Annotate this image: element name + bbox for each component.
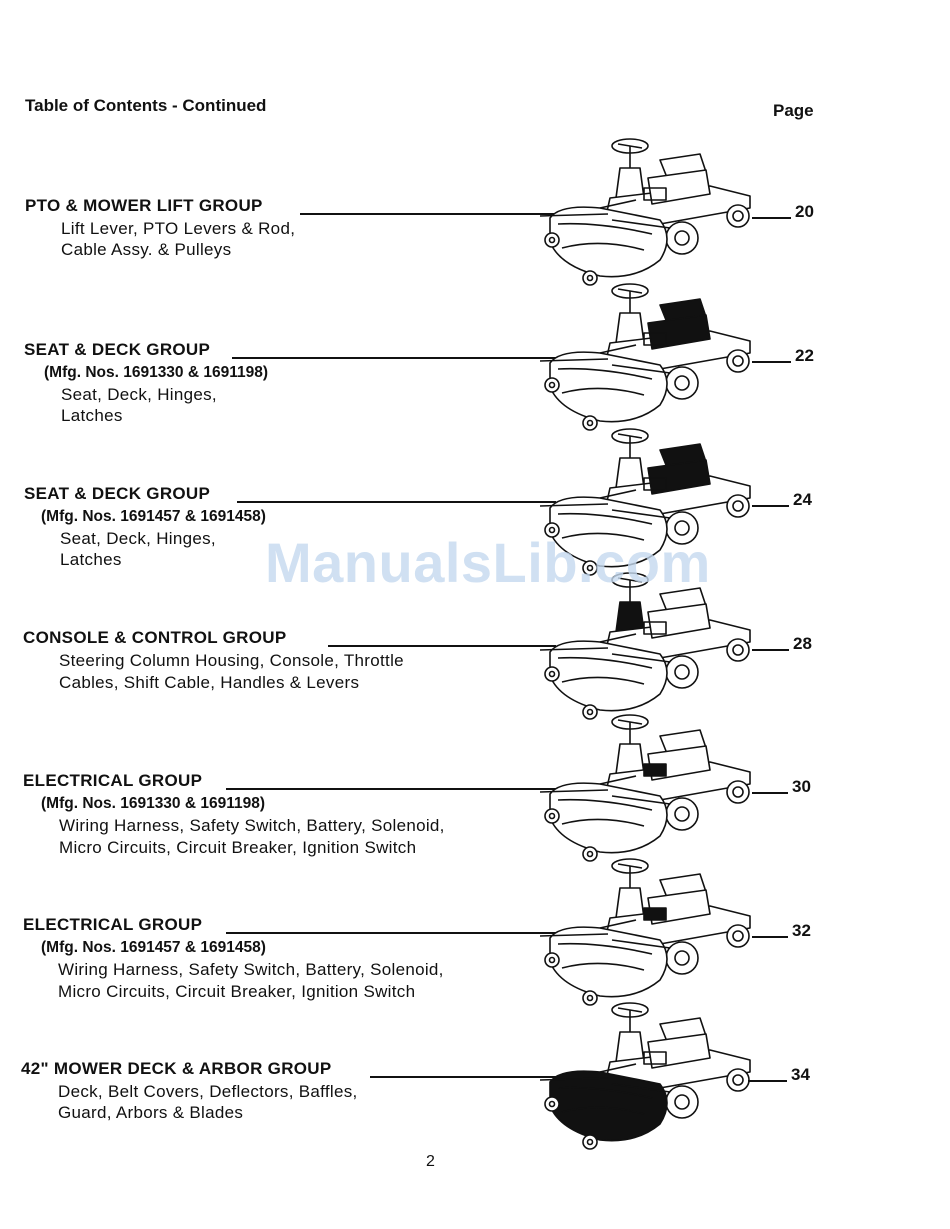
leader-line xyxy=(328,645,556,647)
riding-mower-illustration xyxy=(539,714,755,879)
watermark: ManualsLib.com xyxy=(265,531,711,594)
footer-page-number: 2 xyxy=(426,1153,435,1170)
page-leader-line xyxy=(752,505,789,507)
entry-page-number: 24 xyxy=(793,490,812,509)
entry-description: Guard, Arbors & Blades xyxy=(58,1103,244,1122)
entry-model-numbers: (Mfg. Nos. 1691457 & 1691458) xyxy=(41,508,266,525)
entry-title: SEAT & DECK GROUP xyxy=(24,484,211,503)
page-leader-line xyxy=(748,1080,787,1082)
entry-description: Deck, Belt Covers, Deflectors, Baffles, xyxy=(58,1082,358,1101)
entry-title: ELECTRICAL GROUP xyxy=(23,915,203,934)
entry-page-number: 22 xyxy=(795,346,814,365)
riding-mower-illustration xyxy=(539,283,755,448)
entry-description: Latches xyxy=(60,550,122,569)
riding-mower-illustration xyxy=(539,858,755,1023)
entry-description: Micro Circuits, Circuit Breaker, Ignitio… xyxy=(58,982,416,1001)
entry-description: Seat, Deck, Hinges, xyxy=(61,385,217,404)
entry-description: Latches xyxy=(61,406,123,425)
entry-page-number: 34 xyxy=(791,1065,810,1084)
entry-title: CONSOLE & CONTROL GROUP xyxy=(23,628,287,647)
entry-model-numbers: (Mfg. Nos. 1691330 & 1691198) xyxy=(41,795,266,812)
leader-line xyxy=(300,213,556,215)
page-leader-line xyxy=(752,649,789,651)
leader-line xyxy=(370,1076,556,1078)
page-leader-line xyxy=(752,217,791,219)
entry-page-number: 20 xyxy=(795,202,814,221)
page-leader-line xyxy=(752,361,791,363)
entry-title: 42" MOWER DECK & ARBOR GROUP xyxy=(21,1059,332,1078)
page-column-label: Page xyxy=(773,101,814,120)
page-leader-line xyxy=(752,792,788,794)
entry-description: Micro Circuits, Circuit Breaker, Ignitio… xyxy=(59,838,417,857)
entry-page-number: 28 xyxy=(793,634,812,653)
leader-line xyxy=(237,501,556,503)
leader-line xyxy=(226,932,556,934)
riding-mower-illustration xyxy=(539,572,755,737)
toc-title: Table of Contents - Continued xyxy=(25,96,267,115)
entry-description: Wiring Harness, Safety Switch, Battery, … xyxy=(59,816,445,835)
entry-description: Cables, Shift Cable, Handles & Levers xyxy=(59,673,360,692)
riding-mower-illustration xyxy=(539,428,755,593)
entry-title: PTO & MOWER LIFT GROUP xyxy=(25,196,263,215)
entry-model-numbers: (Mfg. Nos. 1691330 & 1691198) xyxy=(44,364,269,381)
entry-description: Lift Lever, PTO Levers & Rod, xyxy=(61,219,296,238)
entry-title: SEAT & DECK GROUP xyxy=(24,340,211,359)
riding-mower-illustration xyxy=(539,138,755,303)
riding-mower-illustration xyxy=(539,1002,755,1167)
entry-page-number: 30 xyxy=(792,777,811,796)
entry-description: Steering Column Housing, Console, Thrott… xyxy=(59,651,404,670)
entry-description: Seat, Deck, Hinges, xyxy=(60,529,216,548)
entry-title: ELECTRICAL GROUP xyxy=(23,771,203,790)
entry-description: Wiring Harness, Safety Switch, Battery, … xyxy=(58,960,444,979)
entry-model-numbers: (Mfg. Nos. 1691457 & 1691458) xyxy=(41,939,266,956)
page-leader-line xyxy=(752,936,788,938)
entry-page-number: 32 xyxy=(792,921,811,940)
entry-description: Cable Assy. & Pulleys xyxy=(61,240,232,259)
leader-line xyxy=(232,357,556,359)
leader-line xyxy=(226,788,556,790)
